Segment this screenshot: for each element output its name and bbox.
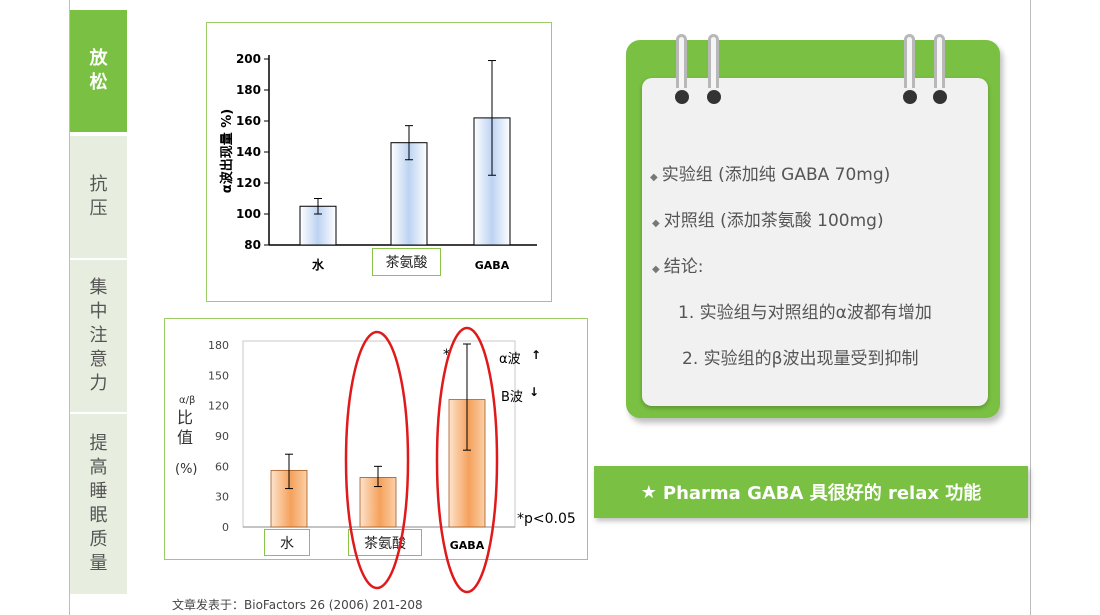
- y-tick-label: 120: [236, 176, 261, 190]
- highlight-ellipse-theanine: [344, 330, 410, 590]
- right-border-line: [1030, 0, 1031, 615]
- category-box-theanine: 茶氨酸: [372, 248, 441, 276]
- binder-hole: [707, 90, 721, 104]
- y-tick-label: 0: [222, 521, 229, 534]
- significance-star: *: [443, 347, 450, 363]
- y-axis-label: α波出现量 %): [219, 109, 235, 193]
- up-arrow-icon: ↑: [531, 348, 541, 362]
- tab-label-char: 压: [89, 198, 108, 219]
- tab-label-char: 松: [89, 72, 108, 93]
- y-axis-label: (%): [175, 462, 198, 477]
- y-tick-label: 180: [208, 339, 229, 352]
- y-axis-label: 比: [177, 408, 193, 427]
- tab-sleep-quality[interactable]: 提高睡眠质量: [70, 414, 127, 594]
- note-item-conclusion: ◆结论:: [652, 257, 704, 277]
- left-border-line: [69, 0, 70, 615]
- conclusion-banner-text: Pharma GABA 具很好的 relax 功能: [662, 483, 982, 504]
- tab-label-char: 注: [89, 325, 108, 346]
- binder-hole: [903, 90, 917, 104]
- tab-label-char: 睡: [89, 481, 108, 502]
- category-box-theanine-2: 茶氨酸: [348, 529, 422, 556]
- note-item-conclusion-1: 1. 实验组与对照组的α波都有增加: [678, 303, 932, 323]
- x-tick-label: GABA: [475, 259, 510, 272]
- binder-ring: [676, 34, 687, 88]
- y-axis-label: 值: [177, 428, 193, 447]
- conclusion-banner: ★ Pharma GABA 具很好的 relax 功能: [594, 466, 1028, 518]
- x-tick-label: 水: [312, 257, 325, 272]
- binder-ring: [904, 34, 915, 88]
- tab-label-char: 质: [89, 529, 108, 550]
- tab-label-char: 意: [89, 349, 108, 370]
- tab-concentration[interactable]: 集中注意力: [70, 260, 127, 412]
- alpha-wave-chart-svg: 80 100 120 140 160 180 200 α波出现量 %) 水 GABA: [219, 52, 537, 272]
- y-tick-label: 200: [236, 52, 261, 66]
- tab-label-char: 提: [89, 433, 108, 454]
- x-tick-label: GABA: [450, 539, 485, 552]
- category-box-water-label: 水: [280, 535, 294, 552]
- tab-label-char: 中: [89, 301, 108, 322]
- bullet-icon: ◆: [652, 218, 660, 229]
- down-arrow-icon: ↓: [529, 385, 539, 399]
- alpha-wave-label: α波: [499, 352, 521, 367]
- y-tick-label: 30: [215, 491, 229, 504]
- note-item-conclusion-2: 2. 实验组的β波出现量受到抑制: [682, 349, 919, 369]
- source-citation: 文章发表于：BioFactors 26 (2006) 201-208: [172, 598, 423, 612]
- tab-label-char: 高: [89, 457, 108, 478]
- tab-label-char: 集: [89, 277, 108, 298]
- note-item-control: ◆对照组 (添加茶氨酸 100mg): [652, 211, 884, 231]
- tab-label-char: 力: [89, 373, 108, 394]
- y-tick-label: 150: [208, 369, 229, 382]
- tab-label-char: 量: [89, 553, 108, 574]
- y-tick-label: 90: [215, 430, 229, 443]
- notebook-page: [642, 78, 988, 406]
- y-tick-label: 120: [208, 400, 229, 413]
- binder-ring: [708, 34, 719, 88]
- category-box-theanine-label: 茶氨酸: [385, 255, 428, 271]
- alpha-beta-ratio-chart-svg: 0 30 60 90 120 150 180 α/β 比值 (%) GABA * α波 ↑ Β波 ↓ *p<0.…: [175, 339, 576, 552]
- y-tick-label: 80: [244, 238, 261, 252]
- star-icon: ★: [640, 481, 657, 503]
- highlight-ellipse-gaba: [435, 326, 499, 594]
- bullet-icon: ◆: [652, 264, 660, 275]
- p-value-note: *p<0.05: [517, 511, 576, 527]
- y-tick-label: 60: [215, 460, 229, 473]
- binder-ring: [934, 34, 945, 88]
- tab-relax[interactable]: 放松: [70, 10, 127, 132]
- binder-hole: [933, 90, 947, 104]
- bullet-icon: ◆: [650, 172, 658, 183]
- tab-anti-stress[interactable]: 抗压: [70, 136, 127, 258]
- category-box-theanine-2-label: 茶氨酸: [364, 535, 406, 552]
- tab-label-char: 抗: [89, 174, 108, 195]
- y-axis-label-top: α/β: [179, 395, 195, 406]
- binder-hole: [675, 90, 689, 104]
- tab-label-char: 放: [89, 48, 108, 69]
- y-tick-label: 140: [236, 145, 261, 159]
- y-tick-label: 100: [236, 207, 261, 221]
- beta-wave-label: Β波: [501, 390, 523, 405]
- note-item-experimental: ◆实验组 (添加纯 GABA 70mg): [650, 165, 891, 185]
- alpha-beta-ratio-chart: 0 30 60 90 120 150 180 α/β 比值 (%) GABA * α波 ↑ Β波 ↓ *p<0.…: [164, 318, 588, 560]
- category-box-water: 水: [264, 529, 310, 556]
- y-tick-label: 180: [236, 83, 261, 97]
- tab-label-char: 眠: [89, 505, 108, 526]
- y-tick-label: 160: [236, 114, 261, 128]
